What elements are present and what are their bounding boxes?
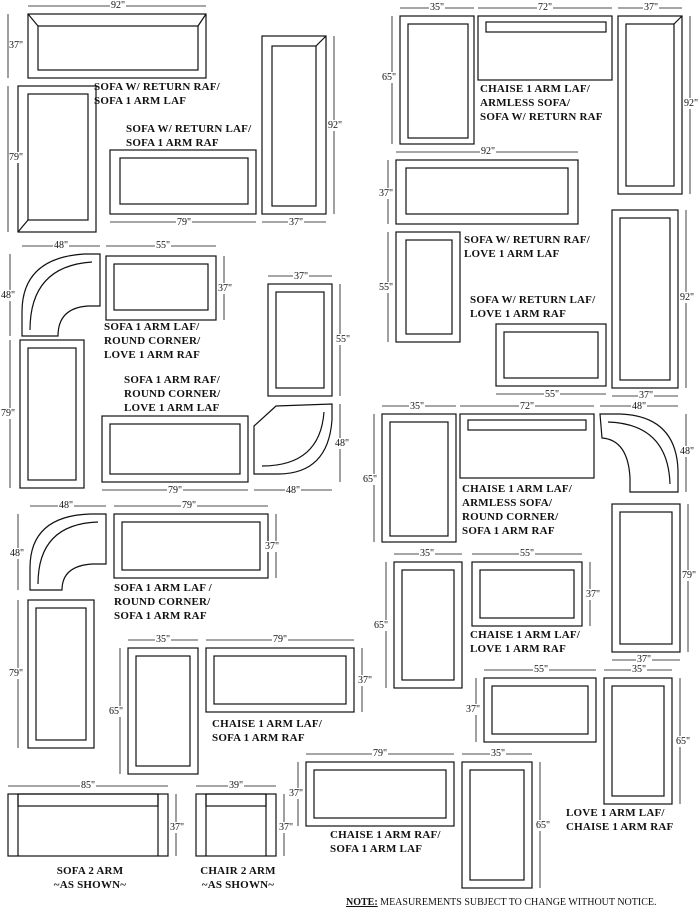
dim-92: 92": [110, 0, 127, 11]
dim-48: 48": [680, 446, 695, 457]
dim-65: 65": [374, 620, 389, 631]
config-label: SOFA W/ RETURN LAF/SOFA 1 ARM RAF: [126, 123, 252, 149]
dim-37: 37": [466, 704, 481, 715]
note-text: MEASUREMENTS SUBJECT TO CHANGE WITHOUT N…: [377, 897, 657, 908]
dim-48: 48": [631, 401, 648, 412]
sectional-7: [101, 283, 333, 483]
dim-37: 37": [643, 2, 660, 13]
config-label: CHAISE 1 ARM LAF/ARMLESS SOFA/ROUND CORN…: [462, 483, 573, 537]
sectional-3: [399, 15, 683, 195]
dim-48: 48": [58, 500, 75, 511]
dim-37: 37": [218, 283, 233, 294]
sofa-2-arm: [7, 793, 169, 857]
dim-35: 35": [419, 548, 436, 559]
dim-79: 79": [176, 217, 193, 228]
sectional-12: [483, 677, 673, 805]
dim-65: 65": [676, 736, 691, 747]
dim-35: 35": [429, 2, 446, 13]
dim-35: 35": [155, 634, 172, 645]
dim-92: 92": [480, 146, 497, 157]
dim-35: 35": [631, 664, 648, 675]
dim-79: 79": [1, 408, 16, 419]
note-prefix: NOTE:: [346, 897, 378, 908]
disclaimer-note: NOTE: MEASUREMENTS SUBJECT TO CHANGE WIT…: [346, 897, 656, 909]
dim-79: 79": [9, 152, 24, 163]
dim-48: 48": [285, 485, 302, 496]
sectional-10: [393, 561, 583, 689]
sectional-8: [381, 413, 681, 653]
dim-85: 85": [80, 780, 97, 791]
dim-37: 37": [9, 40, 24, 51]
dim-72: 72": [519, 401, 536, 412]
dim-37: 37": [293, 271, 310, 282]
config-label: CHAISE 1 ARM LAF/LOVE 1 ARM RAF: [470, 629, 581, 655]
dim-35: 35": [490, 748, 507, 759]
dim-55: 55": [155, 240, 172, 251]
config-label: CHAISE 1 ARM LAF/SOFA 1 ARM RAF: [212, 718, 323, 744]
dim-92: 92": [684, 98, 699, 109]
dim-48: 48": [10, 548, 25, 559]
config-label: SOFA 1 ARM RAF/ROUND CORNER/LOVE 1 ARM L…: [124, 374, 221, 414]
config-label: SOFA W/ RETURN RAF/LOVE 1 ARM LAF: [464, 234, 590, 260]
sectional-9: [27, 513, 269, 749]
sectional-4: [395, 159, 579, 343]
dim-72: 72": [537, 2, 554, 13]
config-label: SOFA 1 ARM LAF /ROUND CORNER/SOFA 1 ARM …: [114, 582, 212, 622]
sectional-6: [19, 253, 217, 489]
sectional-13: [305, 761, 533, 889]
dim-35: 35": [409, 401, 426, 412]
config-label: SOFA W/ RETURN RAF/SOFA 1 ARM LAF: [94, 81, 220, 107]
dim-37: 37": [170, 822, 185, 833]
dim-48: 48": [335, 438, 350, 449]
dim-37: 37": [358, 675, 373, 686]
dim-79: 79": [272, 634, 289, 645]
dim-55: 55": [519, 548, 536, 559]
dim-55: 55": [379, 282, 394, 293]
sectional-11: [127, 647, 355, 775]
dim-79: 79": [181, 500, 198, 511]
dim-65: 65": [536, 820, 551, 831]
dim-37: 37": [379, 188, 394, 199]
config-label: SOFA 2 ARM~AS SHOWN~: [53, 865, 127, 891]
chair-2-arm: [195, 793, 277, 857]
config-label: SOFA W/ RETURN LAF/LOVE 1 ARM RAF: [470, 294, 596, 320]
dim-79: 79": [9, 668, 24, 679]
dim-37: 37": [638, 390, 655, 401]
dim-48: 48": [53, 240, 70, 251]
dim-37: 37": [636, 654, 653, 665]
config-label: LOVE 1 ARM LAF/CHAISE 1 ARM RAF: [566, 807, 674, 833]
dim-37: 37": [265, 541, 280, 552]
dim-37: 37": [586, 589, 601, 600]
config-label: CHAISE 1 ARM RAF/SOFA 1 ARM LAF: [330, 829, 441, 855]
dim-55: 55": [336, 334, 351, 345]
dim-39: 39": [228, 780, 245, 791]
dim-65: 65": [363, 474, 378, 485]
dim-79: 79": [682, 570, 697, 581]
config-label: CHAISE 1 ARM LAF/ARMLESS SOFA/SOFA W/ RE…: [480, 83, 603, 123]
dim-48: 48": [1, 290, 16, 301]
dim-37: 37": [289, 788, 304, 799]
dim-65: 65": [382, 72, 397, 83]
dim-37: 37": [279, 822, 294, 833]
dim-92: 92": [680, 292, 695, 303]
dim-55: 55": [544, 389, 561, 400]
dim-79: 79": [167, 485, 184, 496]
dim-65: 65": [109, 706, 124, 717]
sectional-2: [109, 35, 327, 215]
sectional-5: [495, 209, 679, 389]
dim-37: 37": [288, 217, 305, 228]
dim-55: 55": [533, 664, 550, 675]
sectional-1: [17, 13, 207, 233]
config-label: CHAIR 2 ARM~AS SHOWN~: [200, 865, 276, 891]
dim-79: 79": [372, 748, 389, 759]
dim-92: 92": [328, 120, 343, 131]
config-label: SOFA 1 ARM LAF/ROUND CORNER/LOVE 1 ARM R…: [104, 321, 201, 361]
